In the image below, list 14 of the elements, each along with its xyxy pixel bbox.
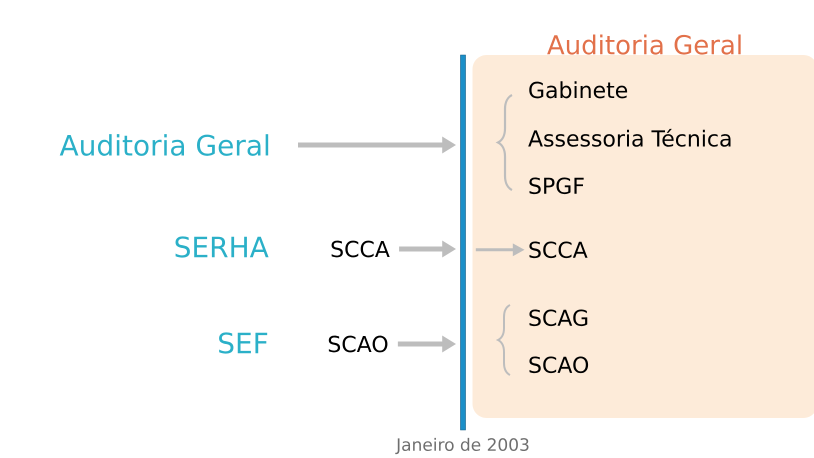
divider-bar — [460, 54, 466, 430]
unit-label: Gabinete — [529, 81, 628, 98]
unit-label: SCCA — [332, 240, 390, 258]
unit-label: SCAO — [328, 336, 388, 352]
unit-label: SPGF — [529, 177, 584, 194]
unit-label: SCAG — [529, 309, 588, 326]
node-label: Auditoria Geral — [547, 34, 741, 55]
unit-label: Assessoria Técnica — [528, 128, 730, 147]
org-label: SERHA — [176, 236, 269, 258]
caption: Janeiro de 2003 — [395, 438, 528, 454]
org-label: Auditoria Geral — [60, 134, 268, 156]
unit-label: SCAO — [529, 356, 588, 374]
org-label: SEF — [219, 332, 268, 354]
unit-label: SCCA — [529, 241, 588, 258]
